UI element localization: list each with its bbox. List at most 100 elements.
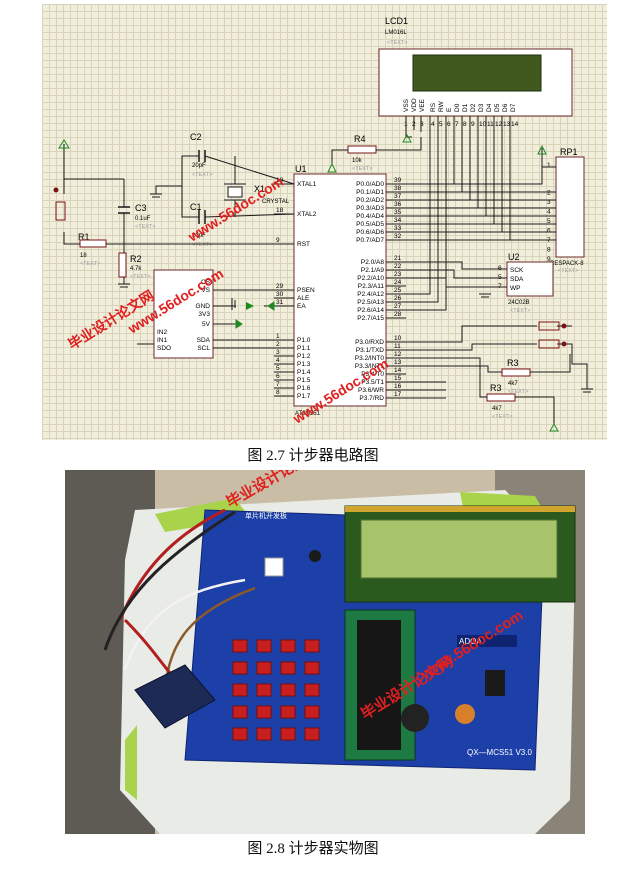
lcd-pin-number: 3 (420, 121, 424, 128)
photo-button (304, 683, 320, 697)
resistor-r3-upper: R3 4k7 <TEXT> (501, 358, 531, 395)
sensor-pin-name: IN2 (157, 329, 168, 336)
mcu-right-pin-name: P3.4/T0 (361, 371, 384, 378)
mcu-left-pin-number: 30 (276, 291, 284, 298)
mcu-right-pin-name: P3.0/RXD (355, 339, 384, 346)
mcu-left-pin-number: 9 (276, 237, 280, 244)
svg-text:R1: R1 (78, 232, 90, 242)
svg-text:<TEXT>: <TEXT> (130, 274, 150, 280)
mcu-left-pin-name: RST (297, 241, 310, 248)
lcd-text-tag: <TEXT> (387, 40, 407, 46)
rp1-text-tag: <TEXT> (558, 268, 578, 274)
board-brand: ADOA (459, 637, 482, 646)
mcu-right-pin-name: P0.7/AD7 (356, 237, 384, 244)
lcd-pin-label: D3 (478, 103, 485, 112)
mcu-right-pin-number: 28 (394, 311, 402, 318)
mcu-right-pin-name: P0.6/AD6 (356, 229, 384, 236)
photo-button (280, 639, 296, 653)
lcd-pin-number: 5 (439, 121, 443, 128)
lcd-pin-number: 9 (471, 121, 475, 128)
schematic-drawing: LCD1 LM016L <TEXT> VSS1VDD2VEE3RS4RW5E6D… (53, 16, 593, 432)
mcu-right-pin-number: 23 (394, 271, 402, 278)
mcu-left-pin-number: 6 (276, 373, 280, 380)
mcu-right-pin-number: 14 (394, 367, 402, 374)
mcu-left-pin-name: P1.6 (297, 385, 311, 392)
mcu-left-pin-number: 4 (276, 357, 280, 364)
mcu-right-pin-number: 32 (394, 233, 402, 240)
svg-text:R4: R4 (354, 134, 366, 144)
lcd-pin-number: 11 (487, 121, 494, 128)
photo-button (256, 683, 272, 697)
svg-text:<TEXT>: <TEXT> (352, 166, 372, 172)
mcu-right-pin-name: P3.5/T1 (361, 379, 384, 386)
mcu-right-pin-number: 21 (394, 255, 402, 262)
lcd-pin-label: E (446, 107, 453, 112)
mcu-right-pin-name: P0.3/AD3 (356, 205, 384, 212)
svg-text:4.7k: 4.7k (130, 266, 142, 272)
mcu-left-pin-number: 5 (276, 365, 280, 372)
mcu-right-pin-number: 12 (394, 351, 402, 358)
lcd-pin-label: D5 (494, 103, 501, 112)
resistor-r1: R1 18 <TEXT> (78, 232, 107, 267)
rp1-ref: RP1 (560, 147, 578, 157)
lcd-pin-number: 4 (431, 121, 435, 128)
photo-button (280, 705, 296, 719)
lcd-pin-label: D0 (454, 103, 461, 112)
device-photo: ADOA QX—MCS51 V3.0 单片机开发板 毕业设计论文网 www.56… (65, 470, 585, 834)
u2-model: 24C02B (508, 300, 530, 306)
mcu-right-pin-name: P0.5/AD5 (356, 221, 384, 228)
svg-text:<TEXT>: <TEXT> (508, 389, 528, 395)
photo-button (256, 727, 272, 741)
svg-text:4k7: 4k7 (508, 381, 518, 387)
lcd-module: LCD1 LM016L <TEXT> VSS1VDD2VEE3RS4RW5E6D… (378, 16, 573, 128)
respack-pin-number: 9 (547, 256, 551, 263)
lcd-pin-number: 12 (495, 121, 503, 128)
lcd-pin-label: VSS (403, 98, 410, 112)
svg-text:10k: 10k (352, 158, 363, 164)
photo-button (280, 661, 296, 675)
mcu-left-pin-number: 3 (276, 349, 280, 356)
svg-text:20pF: 20pF (192, 163, 206, 169)
mcu-ref: U1 (295, 164, 307, 174)
photo-button (256, 705, 272, 719)
svg-text:R3: R3 (507, 358, 519, 368)
lcd-pin-label: RS (430, 102, 437, 112)
mcu-right-pin-number: 17 (394, 391, 402, 398)
svg-text:<TEXT>: <TEXT> (80, 261, 100, 267)
photo-button (280, 727, 296, 741)
mcu-right-pin-number: 16 (394, 383, 402, 390)
lcd-pin-label: D2 (470, 103, 477, 112)
mcu-left-pin-name: P1.7 (297, 393, 311, 400)
rp1-model: RESPACK-8 (550, 261, 584, 267)
mcu-left-pin-name: P1.1 (297, 345, 311, 352)
svg-text:X1: X1 (254, 184, 265, 194)
button-matrix (232, 639, 320, 741)
svg-text:C3: C3 (135, 203, 147, 213)
mcu-right-pin-number: 38 (394, 185, 402, 192)
lcd-pin-label: VEE (419, 98, 426, 112)
mcu-right-pin-name: P2.1/A9 (361, 267, 385, 274)
mcu-right-pin-number: 26 (394, 295, 402, 302)
mcu-right-pin-number: 13 (394, 359, 402, 366)
mcu-left-pin-number: 31 (276, 299, 284, 306)
u2-pin-name: SCK (510, 267, 524, 274)
mcu-right-pin-number: 25 (394, 287, 402, 294)
mcu-right-pin-name: P2.6/A14 (357, 307, 384, 314)
mcu-left-pin-name: ALE (297, 295, 310, 302)
mcu-right-pin-name: P0.4/AD4 (356, 213, 384, 220)
mcu-right-pin-number: 39 (394, 177, 402, 184)
svg-text:R2: R2 (130, 254, 142, 264)
mcu-left-pin-number: 1 (276, 333, 280, 340)
photo-button (256, 639, 272, 653)
mcu-left-pin-name: XTAL1 (297, 181, 317, 188)
u2-text-tag: <TEXT> (510, 308, 530, 314)
mcu-right-pin-number: 35 (394, 209, 402, 216)
lcd-pin-label: D6 (502, 103, 509, 112)
mcu-right-pin-number: 22 (394, 263, 402, 270)
mcu-right-pin-name: P2.7/A15 (357, 315, 384, 322)
lcd-pin-number: 6 (447, 121, 451, 128)
sensor-pin-name: 5V (202, 321, 211, 328)
photo-button (232, 661, 248, 675)
